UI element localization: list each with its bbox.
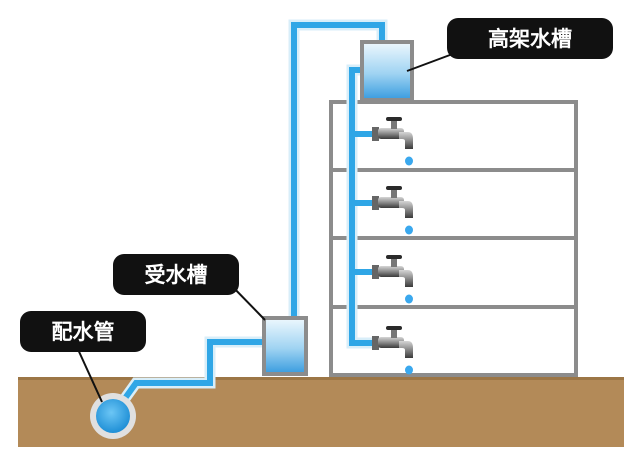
receiving-tank bbox=[262, 316, 308, 376]
label-receiving-tank: 受水槽 bbox=[145, 263, 208, 287]
label-elevated-tank: 高架水槽 bbox=[488, 27, 572, 51]
faucet-icon bbox=[372, 186, 413, 235]
feed-pipe bbox=[110, 339, 265, 417]
pipes bbox=[108, 19, 388, 419]
ground-surface-edge bbox=[18, 377, 624, 380]
water-main bbox=[90, 393, 136, 439]
riser-pipe bbox=[291, 22, 385, 318]
faucet-icon bbox=[372, 326, 413, 375]
elevated-tank bbox=[360, 40, 414, 102]
callout-receiving-tank: 受水槽 bbox=[113, 254, 266, 321]
faucet-icon bbox=[372, 117, 413, 166]
faucet-icon bbox=[372, 255, 413, 304]
building bbox=[329, 100, 578, 377]
callout-water-main: 配水管 bbox=[20, 311, 146, 403]
label-water-main: 配水管 bbox=[52, 320, 115, 344]
callout-elevated-tank: 高架水槽 bbox=[406, 18, 613, 72]
